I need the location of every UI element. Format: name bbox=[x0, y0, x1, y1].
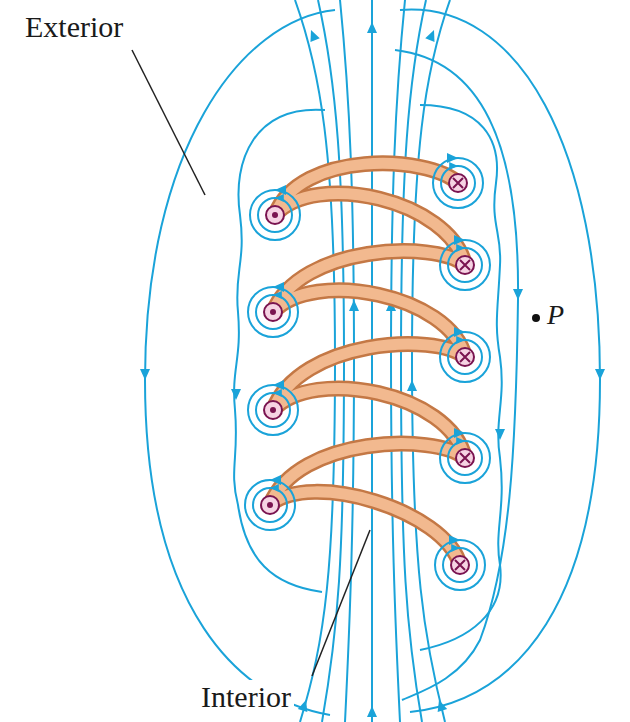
point-label: P bbox=[544, 300, 567, 331]
region-label: Exterior bbox=[22, 10, 126, 43]
point-p-dot bbox=[532, 314, 540, 322]
wire-field-rings bbox=[245, 153, 490, 590]
leader-lines bbox=[132, 50, 370, 676]
region-label: Interior bbox=[198, 680, 294, 713]
wire-cross-sections bbox=[261, 174, 474, 574]
